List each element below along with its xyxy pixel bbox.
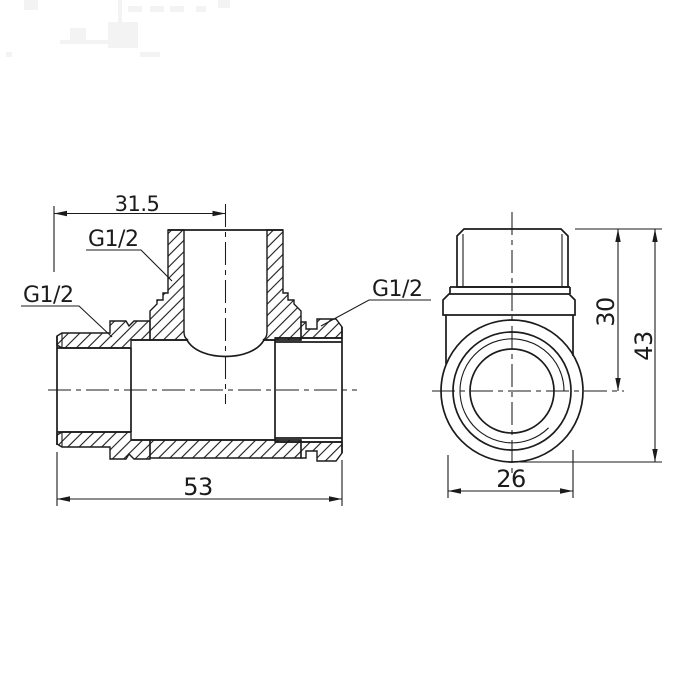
thread-callout-branch: G1/2 <box>86 227 173 282</box>
side-neck <box>449 286 571 294</box>
thread-callout-left-arm: G1/2 <box>21 283 113 338</box>
front-section-view <box>48 204 357 462</box>
thread-arc <box>459 338 565 444</box>
thread-label-branch: G1/2 <box>88 227 138 252</box>
scan-artifacts <box>6 0 230 57</box>
dim-text-26: 26 <box>496 465 526 493</box>
dim-text-43: 43 <box>630 331 658 361</box>
thread-label-right-arm: G1/2 <box>372 277 422 302</box>
branch-right-wall-section <box>262 229 302 341</box>
dim-text-30: 30 <box>592 297 620 327</box>
dimension-overall-length: 53 <box>56 452 343 506</box>
dimension-body-width: 26 <box>447 450 574 498</box>
dim-text-53: 53 <box>183 473 213 501</box>
side-flange <box>442 293 576 316</box>
dimension-branch-offset: 31.5 <box>53 192 226 272</box>
thread-callout-right-arm: G1/2 <box>320 277 431 327</box>
branch-left-wall-section <box>149 229 189 341</box>
dimension-center-height: 30 <box>575 228 662 391</box>
side-view <box>432 212 624 478</box>
side-body-walls <box>445 315 574 364</box>
dim-text-31-5: 31.5 <box>115 192 160 216</box>
dimension-overall-height: 43 <box>520 229 662 463</box>
thread-label-left-arm: G1/2 <box>23 283 73 308</box>
side-thread-lines <box>462 234 563 287</box>
